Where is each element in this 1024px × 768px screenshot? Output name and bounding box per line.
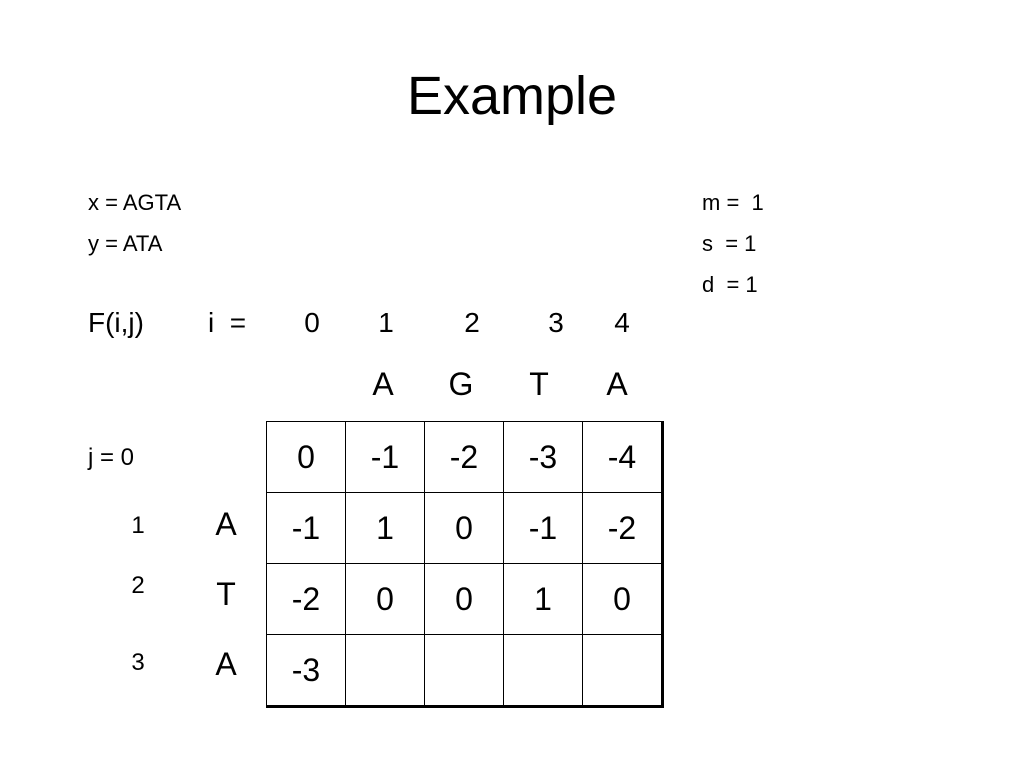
- gap-penalty: d = 1: [702, 272, 758, 297]
- matrix-cell: [582, 634, 664, 708]
- matrix-cell: 0: [424, 492, 504, 564]
- matrix-cell: -1: [503, 492, 583, 564]
- i-index-4: 4: [614, 307, 630, 338]
- i-index-2: 2: [464, 307, 480, 338]
- i-index-label: i =: [208, 307, 247, 338]
- matrix-cell: -3: [503, 421, 583, 493]
- i-index-3: 3: [548, 307, 564, 338]
- matrix-cell: [503, 634, 583, 708]
- matrix-row: -3: [266, 634, 664, 708]
- matrix-cell: 0: [424, 563, 504, 635]
- mismatch-score: s = 1: [702, 231, 757, 256]
- matrix-cell: 0: [582, 563, 664, 635]
- j-index-3: 3: [131, 649, 145, 676]
- y-letter-2: T: [216, 576, 236, 612]
- matrix-cell: 1: [503, 563, 583, 635]
- matrix-cell: -1: [266, 492, 346, 564]
- matrix-row: -2 0 0 1 0: [266, 563, 664, 635]
- x-letter-2: G: [448, 366, 474, 402]
- matrix-cell: [424, 634, 504, 708]
- score-matrix: 0 -1 -2 -3 -4 -1 1 0 -1 -2 -2 0 0 1 0 -3: [266, 421, 664, 708]
- i-index-1: 1: [378, 307, 394, 338]
- matrix-cell: 0: [345, 563, 425, 635]
- y-letter-3: A: [215, 646, 237, 682]
- matrix-cell: -1: [345, 421, 425, 493]
- x-sequence-definition: x = AGTA: [88, 190, 182, 215]
- matrix-cell: -3: [266, 634, 346, 708]
- y-letter-1: A: [215, 506, 237, 542]
- j-index-1: 1: [131, 512, 145, 539]
- j-index-2: 2: [131, 572, 145, 599]
- y-sequence-definition: y = ATA: [88, 231, 163, 256]
- matrix-cell: -4: [582, 421, 664, 493]
- matrix-cell: -2: [424, 421, 504, 493]
- match-score: m = 1: [702, 190, 764, 215]
- x-letter-1: A: [372, 366, 394, 402]
- matrix-cell: -2: [582, 492, 664, 564]
- matrix-cell: [345, 634, 425, 708]
- matrix-cell: -2: [266, 563, 346, 635]
- matrix-row: 0 -1 -2 -3 -4: [266, 421, 664, 493]
- x-letter-4: A: [606, 366, 628, 402]
- matrix-cell: 0: [266, 421, 346, 493]
- matrix-function-label: F(i,j): [88, 307, 144, 338]
- matrix-cell: 1: [345, 492, 425, 564]
- j-index-label: j = 0: [88, 444, 135, 471]
- slide-title: Example: [406, 66, 618, 126]
- x-letter-3: T: [529, 366, 549, 402]
- matrix-row: -1 1 0 -1 -2: [266, 492, 664, 564]
- i-index-0: 0: [304, 307, 320, 338]
